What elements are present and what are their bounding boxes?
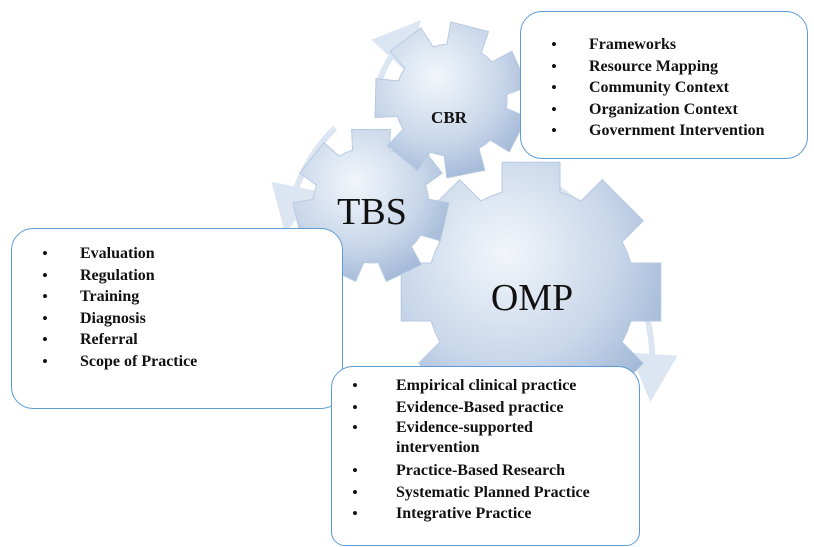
omp-item: Empirical clinical practice [346, 375, 639, 397]
omp-item: Evidence-Based practice [346, 397, 639, 419]
tbs-item: Diagnosis [36, 308, 342, 330]
tbs-details-box: Evaluation Regulation Training Diagnosis… [11, 228, 343, 409]
gear-label-omp: OMP [490, 277, 574, 319]
cbr-details-box: Frameworks Resource Mapping Community Co… [520, 11, 808, 159]
omp-item: Systematic Planned Practice [346, 482, 639, 504]
omp-item: Integrative Practice [346, 503, 639, 525]
tbs-item: Training [36, 286, 342, 308]
cbr-item: Government Intervention [545, 120, 807, 142]
omp-item: Practice-Based Research [346, 460, 639, 482]
gear-label-cbr: CBR [431, 108, 467, 127]
gear-cbr [374, 21, 529, 179]
cbr-item: Frameworks [545, 34, 807, 56]
cbr-item: Organization Context [545, 99, 807, 121]
gear-label-tbs: TBS [337, 191, 407, 233]
tbs-item: Regulation [36, 265, 342, 287]
tbs-item: Scope of Practice [36, 351, 342, 373]
tbs-item: Evaluation [36, 243, 342, 265]
cbr-item: Community Context [545, 77, 807, 99]
cbr-item: Resource Mapping [545, 56, 807, 78]
tbs-item: Referral [36, 329, 342, 351]
omp-item: Evidence-supported intervention [346, 418, 556, 458]
omp-details-box: Empirical clinical practice Evidence-Bas… [331, 366, 640, 546]
